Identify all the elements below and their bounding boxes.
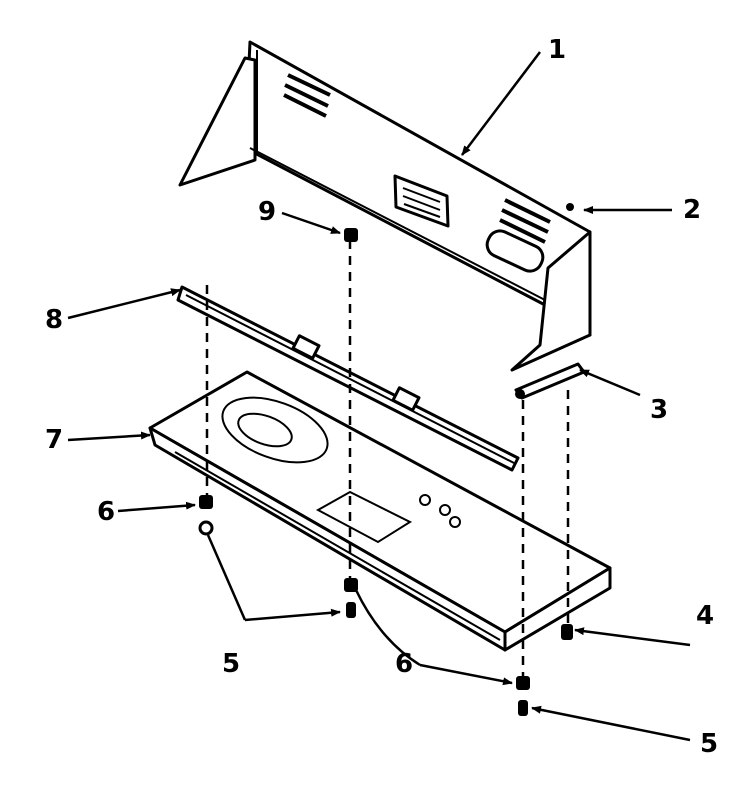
part-6-washer-left (199, 495, 213, 509)
callout-2: 2 (683, 195, 701, 225)
assembly-lines (205, 240, 570, 690)
callout-6-left: 6 (97, 497, 115, 527)
part-5-screw-left (198, 520, 214, 536)
callout-4: 4 (696, 601, 714, 631)
vent-slots-left (283, 73, 331, 118)
callout-8: 8 (45, 305, 63, 335)
callout-1: 1 (548, 35, 566, 65)
panel-center-cutout (393, 174, 450, 228)
part-2-screw (566, 203, 574, 211)
callout-labels: 1 2 3 4 5 5 6 6 7 8 9 (45, 35, 718, 759)
part-4-screw (561, 624, 573, 640)
callout-5-right: 5 (700, 729, 718, 759)
leader-lines (67, 51, 691, 742)
part-5-screw-right (518, 700, 528, 716)
callout-6-right: 6 (395, 649, 413, 679)
part-9-nut (344, 228, 358, 242)
part-6-washer-center (344, 578, 358, 592)
callout-5-left: 5 (222, 649, 240, 679)
part-5-screw-center (346, 602, 356, 618)
part-6-washer-right (516, 676, 530, 690)
panel-handle-cutout (485, 229, 545, 273)
vent-slots-right (499, 198, 551, 244)
part-3-bracket (514, 362, 586, 400)
part-1-back-panel (178, 40, 592, 372)
callout-3: 3 (650, 395, 668, 425)
callout-9: 9 (258, 197, 276, 227)
callout-7: 7 (45, 425, 63, 455)
part-7-base-plate (148, 370, 612, 652)
hardware-fasteners (198, 203, 574, 716)
